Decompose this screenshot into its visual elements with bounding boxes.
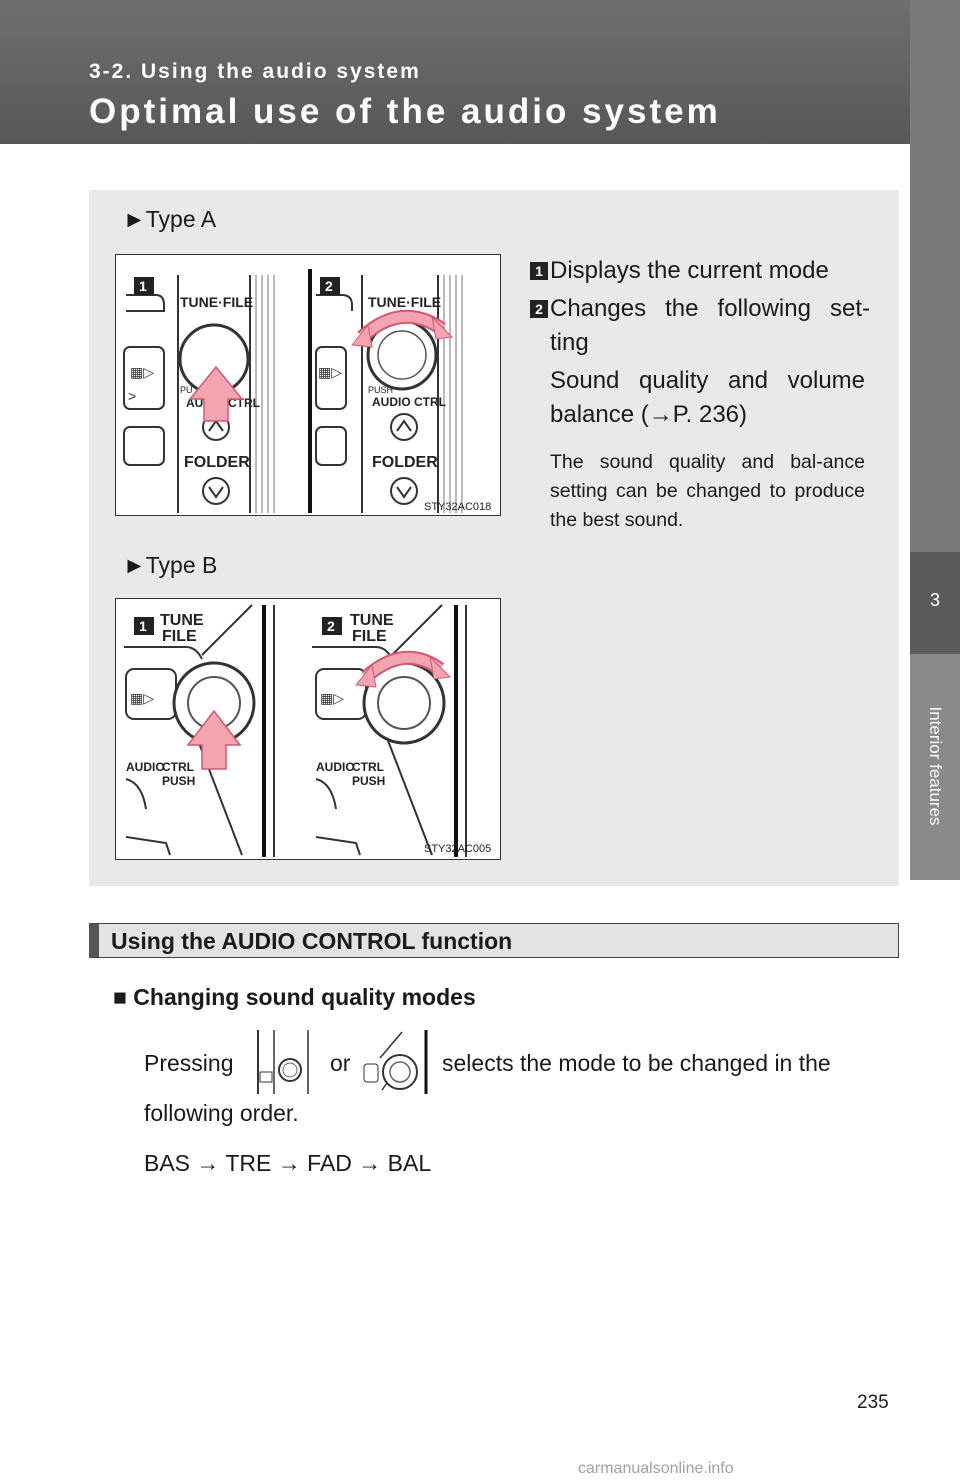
svg-text:PUSH: PUSH [368, 385, 393, 395]
svg-text:CTRL: CTRL [162, 760, 194, 774]
svg-text:FOLDER: FOLDER [372, 454, 438, 471]
press-arrow-icon [186, 709, 242, 770]
svg-text:PUSH: PUSH [352, 774, 385, 788]
type-a-knob-icon [254, 1028, 314, 1096]
figure-code: STY32AC005 [424, 843, 491, 855]
svg-text:FILE: FILE [162, 628, 197, 645]
folder-label: FOLDER [184, 454, 250, 471]
body-rest: selects the mode to be changed in the [442, 1050, 831, 1076]
svg-text:FILE: FILE [352, 628, 387, 645]
watermark: carmanualsonline.info [578, 1460, 734, 1477]
svg-text:AUDIO: AUDIO [316, 760, 355, 774]
mode-order: BAS → TRE → FAD → BAL [144, 1150, 432, 1176]
press-arrow-icon [188, 365, 244, 422]
callout-detail: Sound quality and volume balance (→P. 23… [550, 367, 865, 428]
tune-file-label: TUNE·FILE [180, 294, 253, 310]
type-b-label: ►Type B [123, 552, 218, 578]
section-breadcrumb: 3-2. Using the audio system [89, 60, 421, 83]
page-title: Optimal use of the audio system [89, 92, 721, 131]
svg-text:1: 1 [139, 278, 147, 294]
badge-1-icon: 1 [530, 262, 548, 280]
type-a-panel-2: ▦▷ TUNE·FILE PUSH AUDIO CTRL FOLDER [315, 275, 463, 513]
badge-1-icon [134, 617, 154, 635]
type-a-label: ►Type A [123, 206, 217, 232]
type-b-knob-icon [362, 1028, 430, 1096]
svg-text:AUDIO CTRL: AUDIO CTRL [372, 395, 446, 409]
type-b-panel-1: ▦▷ TUNE FILE AUDIO CTRL PUSH [124, 604, 275, 857]
svg-text:2: 2 [325, 278, 333, 294]
callout-note: The sound quality and bal-ance setting c… [550, 451, 865, 531]
section-heading: Using the AUDIO CONTROL function [89, 923, 899, 958]
body-or: or [330, 1050, 351, 1076]
svg-text:TUNE: TUNE [350, 612, 394, 629]
type-a-figure: ▦▷ > TUNE·FILE PU AUDIO CTRL FOLDER ▦ [115, 254, 501, 516]
svg-text:PUSH: PUSH [162, 774, 195, 788]
badge-2-icon [320, 277, 340, 295]
svg-text:TUNE·FILE: TUNE·FILE [368, 294, 441, 310]
badge-2-icon: 2 [530, 300, 548, 318]
callout-1: 1 Displays the current mode [530, 254, 870, 288]
badge-1-icon [134, 277, 154, 295]
type-b-panel-2: ▦▷ TUNE FILE AUDIO CTRL PUSH [312, 604, 467, 857]
chapter-side-tab: 3 Interior features [910, 0, 960, 1484]
pointer-icon: ► [123, 552, 146, 578]
svg-text:▦▷: ▦▷ [130, 364, 154, 380]
page-header: 3-2. Using the audio system Optimal use … [0, 0, 910, 144]
svg-text:TUNE: TUNE [160, 612, 204, 629]
type-a-panel-1: ▦▷ > TUNE·FILE PU AUDIO CTRL FOLDER [123, 269, 312, 513]
subheading: ■ Changing sound quality modes [113, 984, 476, 1010]
svg-text:▦▷: ▦▷ [320, 690, 344, 706]
body-pressing: Pressing [144, 1050, 234, 1076]
body-line2: following order. [144, 1100, 299, 1126]
svg-text:1: 1 [139, 618, 147, 634]
svg-text:AUDIO: AUDIO [126, 760, 165, 774]
svg-text:▦▷: ▦▷ [318, 364, 342, 380]
svg-text:CTRL: CTRL [352, 760, 384, 774]
callout-2: 2 Changes the following set-ting [530, 292, 870, 360]
page-number: 235 [857, 1392, 889, 1413]
svg-text:>: > [128, 388, 136, 404]
badge-2-icon [322, 617, 342, 635]
figure-code: STY32AC018 [424, 501, 491, 513]
svg-text:PU: PU [180, 385, 193, 395]
type-b-figure: ▦▷ TUNE FILE AUDIO CTRL PUSH ▦▷ TUNE [115, 598, 501, 860]
chapter-number: 3 [929, 590, 940, 610]
pointer-icon: ► [123, 206, 146, 232]
svg-text:▦▷: ▦▷ [130, 690, 154, 706]
svg-text:2: 2 [327, 618, 335, 634]
chapter-label: Interior features [926, 706, 945, 826]
